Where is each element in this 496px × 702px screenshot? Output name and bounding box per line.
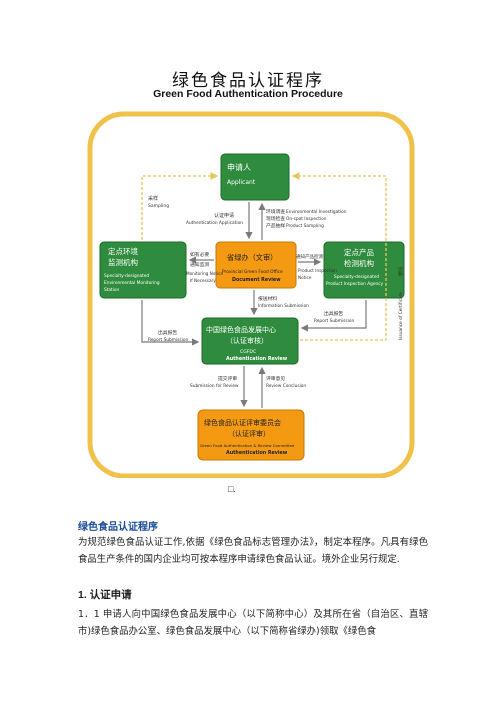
provincial-en2: Document Review <box>232 277 281 283</box>
product-agency-cn2: 检测机构 <box>344 258 374 268</box>
provincial-en1: Provincial Green Food Office <box>222 269 283 275</box>
label-submit-review-cn: 提交评审 <box>218 375 237 382</box>
cgfdc-en2: Authentication Review <box>226 356 288 362</box>
label-onsite-en: On-spot Inspection <box>286 216 327 222</box>
committee-en1: Green Food Authentication & Review Commi… <box>200 443 295 448</box>
provincial-cn: 省绿办（文审） <box>227 253 277 262</box>
label-monitor-cn1: 如有必要 <box>190 251 209 258</box>
product-agency-en1: Specialty-designated <box>334 274 379 280</box>
flow-labels: 采样 Sampling 认证申请 Authentication Applicat… <box>148 195 404 389</box>
label-onsite-cn: 现场检查 <box>266 215 285 222</box>
product-agency-cn1: 定点产品 <box>344 247 374 257</box>
cgfdc-box: 中国绿色食品发展中心 （认证审核） CGFDC Authentication R… <box>201 317 299 365</box>
label-monitor-en1: Monitoring Notice <box>186 271 224 276</box>
label-info-sub-cn: 报送材料 <box>258 295 277 302</box>
label-info-sub-en: Information Submission <box>258 303 309 309</box>
dashed-arrows <box>141 172 387 341</box>
label-auth-app-cn: 认证申请 <box>214 212 234 219</box>
cgfdc-en1: CGFDC <box>240 349 256 355</box>
env-station-en1: Specialty-designated <box>104 273 149 279</box>
label-cert-en: Issuance of Certificate <box>398 292 404 340</box>
label-sampling-en: Sampling <box>148 203 169 209</box>
env-station-box: 定点环境 监测机构 Specialty-designated Environme… <box>99 241 187 299</box>
arrow-report-right <box>300 300 367 332</box>
committee-box: 绿色食品认证评审委员会 （认证评审） Green Food Authentica… <box>197 409 305 461</box>
arrow-sampling <box>141 172 219 240</box>
cgfdc-cn1: 中国绿色食品发展中心 <box>206 325 276 334</box>
label-review-concl-cn: 评审意见 <box>266 375 285 382</box>
document-title-en: Green Food Authentication Procedure <box>153 88 343 100</box>
document-title-cn: 绿色食品认证程序 <box>172 71 324 91</box>
label-report-left-cn: 出具报告 <box>158 329 177 336</box>
committee-cn1: 绿色食品认证评审委员会 <box>204 418 281 427</box>
arrow-report-left <box>141 300 200 346</box>
flow-arrows <box>141 202 367 408</box>
procedure-diagram: 申请人 Applicant 定点环境 监测机构 Specialty-design… <box>87 111 415 478</box>
applicant-box: 申请人 Applicant <box>220 153 290 201</box>
env-station-en3: Station <box>104 287 120 293</box>
diagram-frame <box>87 111 415 478</box>
env-station-cn2: 监测机构 <box>108 257 138 267</box>
applicant-cn: 申请人 <box>227 162 251 172</box>
paragraph-1: 1．1 申请人向中国绿色食品发展中心（以下简称中心）及其所在省（自治区、直辖市)… <box>78 609 428 637</box>
product-agency-en2: Product Inspection Agency <box>326 281 384 287</box>
env-station-cn1: 定点环境 <box>108 246 138 256</box>
label-sampling-cn: 采样 <box>148 195 158 202</box>
cgfdc-cn2: （认证审核） <box>226 336 268 345</box>
label-report-right-en: Report Submission <box>314 318 354 324</box>
arrow-certificate <box>291 172 387 341</box>
figure-mark: □. <box>228 484 236 494</box>
env-station-en2: Environmental Monitoring <box>104 280 160 286</box>
label-prod-notice-cn: 通知产品检测 <box>296 253 323 260</box>
label-prod-notice-en1: Product Inspection <box>298 268 337 273</box>
committee-en2: Authentication Review <box>226 450 288 456</box>
committee-cn2: （认证评审） <box>228 429 270 438</box>
heading-1: 1. 认证申请 <box>78 589 132 601</box>
label-env-insp-cn: 环境调查 <box>266 208 285 215</box>
label-monitor-en2: If Necessary <box>190 278 216 283</box>
label-review-concl-en: Review Conclusion <box>266 383 306 389</box>
label-prod-notice-en2: Notice <box>298 275 312 280</box>
label-report-right-cn: 出具报告 <box>324 310 343 317</box>
product-agency-box: 定点产品 检测机构 Specialty-designated Product I… <box>323 241 405 299</box>
section-title: 绿色食品认证程序 <box>78 522 158 533</box>
label-env-insp-en: Environmental Investigation <box>286 209 347 215</box>
provincial-office-box: 省绿办（文审） Provincial Green Food Office Doc… <box>215 241 297 289</box>
label-prod-samp-en: Product Sampling <box>286 223 324 229</box>
label-auth-app-en: Authentication Application <box>186 220 243 226</box>
label-report-left-en: Report Submission <box>148 337 188 343</box>
applicant-en: Applicant <box>227 179 256 186</box>
label-monitor-cn2: 通知监测 <box>190 261 209 268</box>
label-prod-samp-cn: 产品抽样 <box>266 222 285 229</box>
intro-paragraph: 为规范绿色食品认证工作,依据《绿色食品标志管理办法》，制定本程序。凡具有绿色食品… <box>78 537 428 565</box>
label-cert-cn: 颁证 <box>397 266 404 276</box>
label-submit-review-en: Submission for Review <box>190 383 239 389</box>
